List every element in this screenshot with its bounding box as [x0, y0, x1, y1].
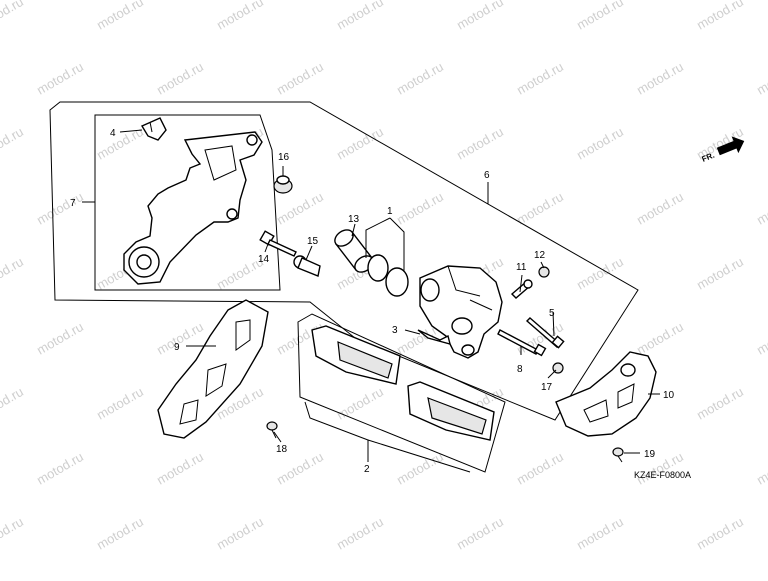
- watermark-text: motod.ru: [94, 124, 146, 163]
- watermark-text: motod.ru: [574, 124, 626, 163]
- callout-9: 9: [174, 342, 180, 353]
- watermark-text: motod.ru: [634, 59, 686, 98]
- callout-8: 8: [517, 364, 523, 375]
- watermark-text: motod.ru: [694, 0, 746, 33]
- disc-guard-left: [157, 299, 269, 439]
- watermark-text: motod.ru: [694, 254, 746, 293]
- watermark-text: motod.ru: [334, 384, 386, 423]
- arrow-right-icon: [716, 136, 745, 156]
- callout-13: 13: [348, 214, 360, 225]
- bleed-cap: [538, 266, 550, 278]
- callout-3: 3: [392, 325, 398, 336]
- callout-11: 11: [516, 262, 527, 273]
- watermark-text: motod.ru: [634, 189, 686, 228]
- watermark-text: motod.ru: [94, 514, 146, 553]
- callout-labels: 4 7 16 14 15 13 1 6 3 11 12 5 8 17 9 10 …: [70, 128, 675, 475]
- caliper-pin: [525, 317, 565, 349]
- watermark-text: motod.ru: [454, 514, 506, 553]
- callout-16: 16: [278, 152, 290, 163]
- watermark-text: motod.ru: [394, 449, 446, 488]
- watermark-text: motod.ru: [334, 0, 386, 33]
- watermark-text: motod.ru: [754, 189, 768, 228]
- watermark-text: motod.ru: [334, 514, 386, 553]
- watermark-text: motod.ru: [754, 449, 768, 488]
- front-label: FR.: [700, 151, 715, 164]
- caliper-bolt: [497, 329, 547, 357]
- brake-pad-left: [311, 325, 401, 385]
- watermark-text: motod.ru: [694, 384, 746, 423]
- watermark-text: motod.ru: [94, 0, 146, 33]
- watermark-text: motod.ru: [574, 254, 626, 293]
- callout-19: 19: [644, 449, 656, 460]
- watermark-text: motod.ru: [34, 189, 86, 228]
- screw-18: [266, 421, 278, 439]
- watermark-text: motod.ru: [634, 319, 686, 358]
- diagram-code: KZ4E-F0800A: [634, 470, 691, 480]
- watermark-text: motod.ru: [514, 449, 566, 488]
- callout-1: 1: [387, 206, 393, 217]
- watermark-text: motod.ru: [334, 124, 386, 163]
- watermark-text: motod.ru: [34, 319, 86, 358]
- callout-15: 15: [307, 236, 319, 247]
- watermark-text: motod.ru: [694, 514, 746, 553]
- watermark-text: motod.ru: [0, 514, 26, 553]
- callout-12: 12: [534, 250, 546, 261]
- pin-bolt: [293, 255, 321, 277]
- watermark-text: motod.ru: [574, 0, 626, 33]
- front-arrow: FR.: [700, 136, 745, 164]
- watermark-text: motod.ru: [274, 59, 326, 98]
- callout-4: 4: [110, 128, 116, 139]
- pad-spring: [417, 329, 451, 345]
- pad-box-outline: [297, 313, 506, 473]
- callout-14: 14: [258, 254, 270, 265]
- watermark-text: motod.ru: [754, 319, 768, 358]
- watermark-text: motod.ru: [214, 514, 266, 553]
- pad-clip: [140, 117, 167, 141]
- bracket-bolt: [259, 230, 297, 257]
- watermark-text: motod.ru: [394, 189, 446, 228]
- callout-5: 5: [549, 308, 555, 319]
- disc-guard-right: [555, 351, 657, 437]
- group-frame-outline: [49, 101, 639, 421]
- watermark-text: motod.ru: [454, 0, 506, 33]
- callout-6: 6: [484, 170, 490, 181]
- watermark-text: motod.ru: [634, 449, 686, 488]
- watermark-text: motod.ru: [154, 59, 206, 98]
- watermark-text: motod.ru: [274, 189, 326, 228]
- watermark-text: motod.ru: [94, 384, 146, 423]
- caliper-bracket: [123, 131, 263, 285]
- watermark-text: motod.ru: [34, 449, 86, 488]
- piston-seals: [367, 254, 409, 297]
- watermark-text: motod.ru: [454, 124, 506, 163]
- watermark-text: motod.ru: [214, 0, 266, 33]
- brake-pad-right: [407, 381, 495, 441]
- callout-17: 17: [541, 382, 553, 393]
- watermark-text: motod.ru: [0, 384, 26, 423]
- callout-10: 10: [663, 390, 675, 401]
- watermark-text: motod.ru: [574, 514, 626, 553]
- watermark-text: motod.ru: [0, 124, 26, 163]
- watermark-text: motod.ru: [34, 59, 86, 98]
- callout-7: 7: [70, 198, 76, 209]
- watermark-text: motod.ru: [514, 59, 566, 98]
- watermark-text: motod.ru: [154, 449, 206, 488]
- leader-lines: [82, 129, 660, 473]
- callout-18: 18: [276, 444, 288, 455]
- boot: [273, 175, 293, 194]
- caliper-body: [419, 265, 503, 359]
- bleed-screw: [510, 279, 533, 299]
- watermark-text: motod.ru: [0, 254, 26, 293]
- watermark-text: motod.ru: [154, 319, 206, 358]
- watermark-text: motod.ru: [754, 59, 768, 98]
- screw-19: [612, 447, 624, 463]
- callout-2: 2: [364, 464, 370, 475]
- watermark-text: motod.ru: [0, 0, 26, 33]
- bracket-box-outline: [94, 114, 281, 291]
- watermark-text: motod.ru: [514, 189, 566, 228]
- watermark-text: motod.ru: [394, 59, 446, 98]
